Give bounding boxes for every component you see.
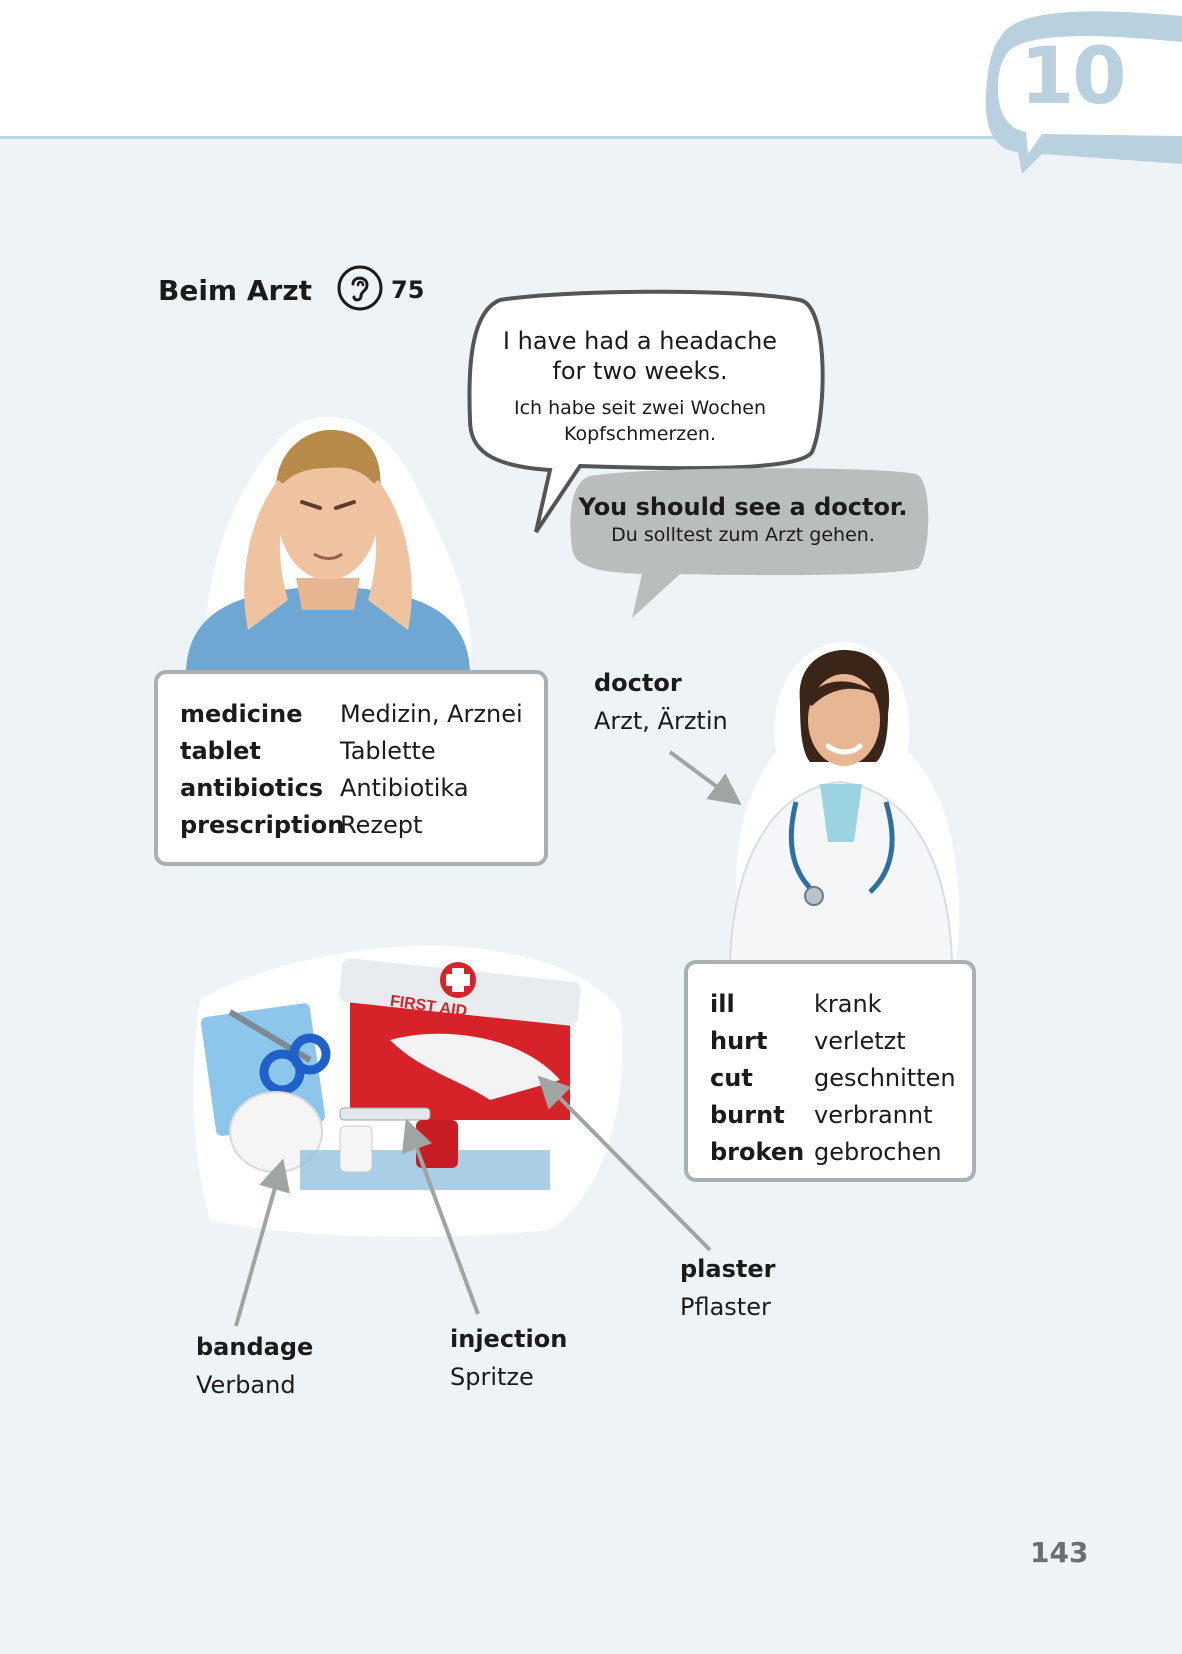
vocab-box-injuries: ill krank hurt verletzt cut geschnitten bur… [684, 960, 976, 1182]
page-number: 143 [1030, 1536, 1089, 1569]
vocab-english: cut [710, 1064, 753, 1092]
doctor-bubble-german: Du solltest zum Arzt gehen. [611, 524, 875, 546]
vocab-english: hurt [710, 1027, 768, 1055]
vocab-german: Antibiotika [340, 774, 469, 802]
vocab-english: broken [710, 1138, 805, 1166]
vocab-row: burnt verbrannt [710, 1097, 972, 1134]
vocab-german: verbrannt [814, 1101, 933, 1129]
vocab-row: antibiotics Antibiotika [180, 770, 544, 807]
ear-icon[interactable] [336, 264, 384, 312]
vocab-row: tablet Tablette [180, 733, 544, 770]
vocab-german: Medizin, Arznei [340, 700, 523, 728]
patient-bubble-german: Ich habe seit zwei Wochen Kopfschmerzen. [513, 397, 766, 445]
injection-label: injection Spritze [450, 1325, 568, 1391]
vocab-german: Tablette [340, 737, 436, 765]
man-headache-photo [178, 410, 478, 672]
doctor-bubble-english: You should see a doctor. [578, 493, 908, 521]
vocab-german: verletzt [814, 1027, 906, 1055]
chapter-tab [985, 11, 1182, 174]
bandage-label: bandage Verband [196, 1333, 314, 1399]
vocab-english: tablet [180, 737, 261, 765]
vocab-box-medicine: medicine Medizin, Arznei tablet Tablette a… [154, 670, 548, 866]
vocab-german: Rezept [340, 811, 423, 839]
vocab-row: ill krank [710, 986, 972, 1023]
doctor-label: doctor Arzt, Ärztin [594, 669, 728, 735]
vocab-german: krank [814, 990, 882, 1018]
vocab-english: medicine [180, 700, 303, 728]
vocab-row: hurt verletzt [710, 1023, 972, 1060]
page-header-band [0, 0, 1182, 139]
vocab-german: gebrochen [814, 1138, 942, 1166]
patient-bubble-english: I have had a headache for two weeks. [502, 327, 778, 385]
vocab-english: ill [710, 990, 735, 1018]
vocab-row: medicine Medizin, Arznei [180, 696, 544, 733]
vocab-row: cut geschnitten [710, 1060, 972, 1097]
vocab-german: geschnitten [814, 1064, 956, 1092]
vocab-row: broken gebrochen [710, 1134, 972, 1171]
plaster-label: plaster Pflaster [680, 1255, 776, 1321]
vocab-english: burnt [710, 1101, 785, 1129]
chapter-number: 10 [1020, 32, 1127, 122]
page-title: Beim Arzt [158, 274, 313, 307]
first-aid-kit-photo: FIRST AID [190, 930, 630, 1240]
vocab-english: prescription [180, 811, 345, 839]
audio-track-number: 75 [391, 276, 425, 304]
vocab-english: antibiotics [180, 774, 324, 802]
doctor-photo [716, 642, 966, 964]
